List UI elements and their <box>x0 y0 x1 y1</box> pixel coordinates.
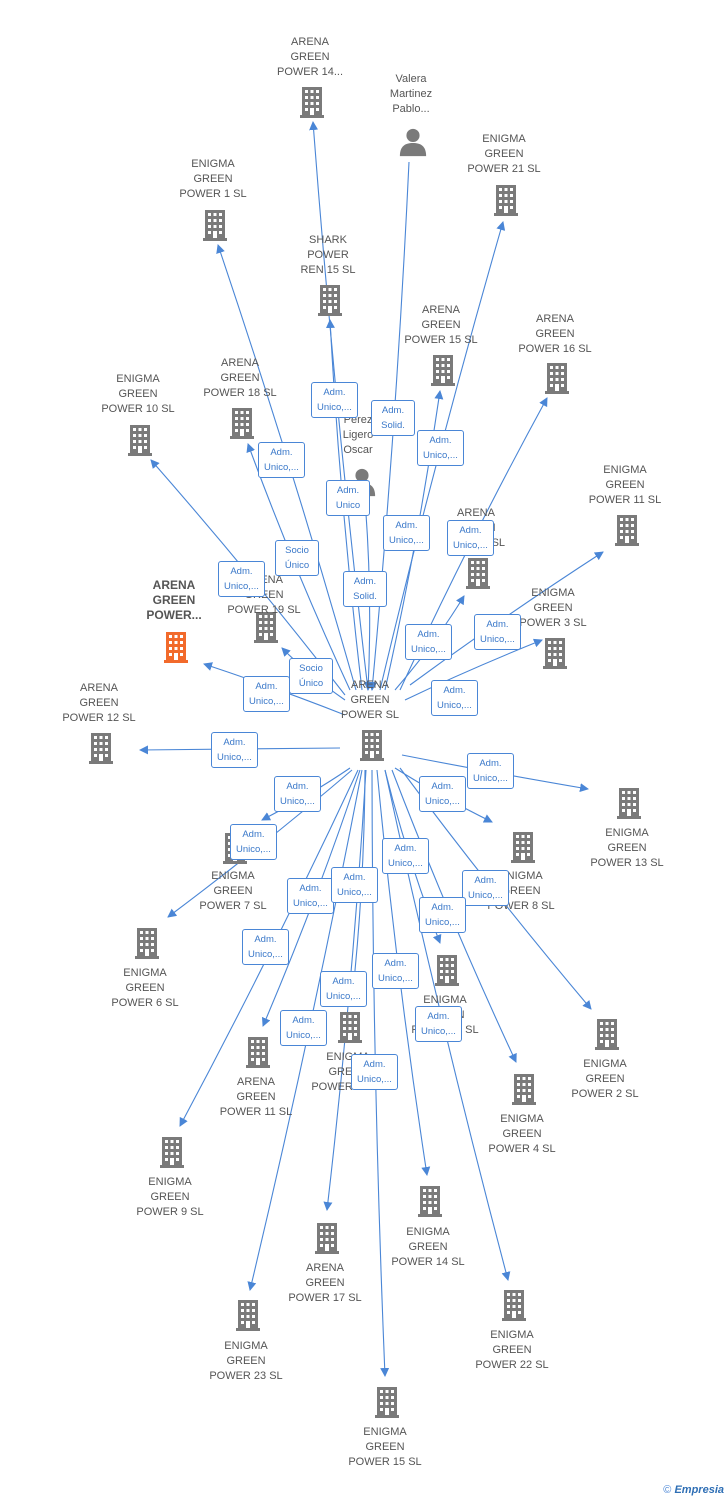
building-icon[interactable] <box>543 638 567 669</box>
building-icon[interactable] <box>431 355 455 386</box>
edge-role-label[interactable]: Adm. Solid. <box>371 400 415 436</box>
edge-role-label[interactable]: Adm. Unico,... <box>383 515 430 551</box>
building-icon[interactable] <box>512 1074 536 1105</box>
edge-role-label[interactable]: Adm. Unico,... <box>211 732 258 768</box>
edge-role-label[interactable]: Socio Único <box>275 540 319 576</box>
building-icon[interactable] <box>315 1223 339 1254</box>
edge-role-label[interactable]: Adm. Unico,... <box>243 676 290 712</box>
building-icon[interactable] <box>89 733 113 764</box>
edge-role-label[interactable]: Adm. Unico,... <box>462 870 509 906</box>
edge-role-label[interactable]: Adm. Unico,... <box>287 878 334 914</box>
building-icon[interactable] <box>128 425 152 456</box>
building-icon[interactable] <box>511 832 535 863</box>
building-icon[interactable] <box>595 1019 619 1050</box>
node-label-n8[interactable]: ENIGMA GREEN POWER 10 SL <box>101 373 175 415</box>
building-icon[interactable] <box>418 1186 442 1217</box>
edge-role-label[interactable]: Adm. Solid. <box>343 571 387 607</box>
node-label-n23[interactable]: ENIGMA GREEN POWER 2 SL <box>571 1058 639 1100</box>
edge-role-label[interactable]: Adm. Unico,... <box>311 382 358 418</box>
node-label-n20[interactable]: ENIGMA GREEN POWER 6 SL <box>111 967 179 1009</box>
edge-role-label[interactable]: Adm. Unico,... <box>419 897 466 933</box>
building-icon[interactable] <box>246 1037 270 1068</box>
building-icon[interactable] <box>135 928 159 959</box>
edge-role-label[interactable]: Adm. Unico,... <box>230 824 277 860</box>
building-icon[interactable] <box>318 285 342 316</box>
edge-role-label[interactable]: Adm. Unico,... <box>218 561 265 597</box>
edge-role-label[interactable]: Adm. Unico,... <box>467 753 514 789</box>
copyright-symbol: © <box>663 1484 672 1496</box>
building-icon[interactable] <box>494 185 518 216</box>
building-icon[interactable] <box>230 408 254 439</box>
edge-role-label[interactable]: Adm. Unico,... <box>415 1006 462 1042</box>
edge-role-label[interactable]: Adm. Unico,... <box>382 838 429 874</box>
building-icon[interactable] <box>338 1012 362 1043</box>
node-label-n4[interactable]: ENIGMA GREEN POWER 1 SL <box>179 158 247 200</box>
node-label-n9[interactable]: ARENA GREEN POWER 18 SL <box>203 357 277 399</box>
building-icon[interactable] <box>545 363 569 394</box>
edge-role-label[interactable]: Adm. Unico,... <box>372 953 419 989</box>
building-icon[interactable] <box>300 87 324 118</box>
building-icon[interactable] <box>375 1387 399 1418</box>
building-icon[interactable] <box>466 558 490 589</box>
edge-role-label[interactable]: Adm. Unico,... <box>274 776 321 812</box>
node-label-n25[interactable]: ENIGMA GREEN POWER 4 SL <box>488 1113 556 1155</box>
node-label-n11[interactable]: ENIGMA GREEN POWER 11 SL <box>588 464 662 506</box>
node-label-n2[interactable]: Valera Martinez Pablo... <box>389 73 433 115</box>
node-label-n28[interactable]: ARENA GREEN POWER 17 SL <box>288 1262 362 1304</box>
footer: © Empresia <box>663 1484 724 1496</box>
building-icon[interactable] <box>435 955 459 986</box>
node-label-n24[interactable]: ARENA GREEN POWER 11 SL <box>219 1076 293 1118</box>
node-label-n16[interactable]: ARENA GREEN POWER 12 SL <box>62 682 136 724</box>
building-icon[interactable] <box>617 788 641 819</box>
edge-role-label[interactable]: Adm. Unico,... <box>474 614 521 650</box>
node-label-n18[interactable]: ENIGMA GREEN POWER 7 SL <box>199 870 267 912</box>
building-icon[interactable] <box>160 1137 184 1168</box>
edge-role-label[interactable]: Socio Único <box>289 658 333 694</box>
person-icon[interactable] <box>399 128 427 157</box>
building-icon[interactable] <box>502 1290 526 1321</box>
edge-role-label[interactable]: Adm. Unico,... <box>258 442 305 478</box>
node-label-n3[interactable]: ENIGMA GREEN POWER 21 SL <box>467 133 541 175</box>
node-label-n17[interactable]: ENIGMA GREEN POWER 13 SL <box>590 827 664 869</box>
edge-role-label[interactable]: Adm. Unico,... <box>351 1054 398 1090</box>
node-label-n5[interactable]: SHARK POWER REN 15 SL <box>300 234 356 276</box>
node-label-n30[interactable]: ENIGMA GREEN POWER 23 SL <box>209 1340 283 1382</box>
highlighted-building-icon[interactable] <box>164 632 188 663</box>
edge-role-label[interactable]: Adm. Unico,... <box>405 624 452 660</box>
node-label-n15[interactable]: ENIGMA GREEN POWER 3 SL <box>519 587 587 629</box>
node-label-n12[interactable]: ARENA GREEN POWER... <box>146 578 202 622</box>
edge-role-label[interactable]: Adm. Unico,... <box>419 776 466 812</box>
center-building-icon[interactable] <box>360 730 384 761</box>
relation-edge <box>404 638 543 701</box>
building-icon[interactable] <box>615 515 639 546</box>
node-label-n26[interactable]: ENIGMA GREEN POWER 9 SL <box>136 1176 204 1218</box>
edge-role-label[interactable]: Adm. Unico,... <box>431 680 478 716</box>
node-label-n31[interactable]: ENIGMA GREEN POWER 15 SL <box>348 1426 422 1468</box>
building-icon[interactable] <box>203 210 227 241</box>
edge-role-label[interactable]: Adm. Unico,... <box>417 430 464 466</box>
brand-logo[interactable]: Empresia <box>674 1484 724 1496</box>
node-label-n29[interactable]: ENIGMA GREEN POWER 22 SL <box>475 1329 549 1371</box>
node-label-n6[interactable]: ARENA GREEN POWER 15 SL <box>404 304 478 346</box>
node-label-n1[interactable]: ARENA GREEN POWER 14... <box>276 36 344 78</box>
edge-role-label[interactable]: Adm. Unico,... <box>320 971 367 1007</box>
building-icon[interactable] <box>236 1300 260 1331</box>
edge-role-label[interactable]: Adm. Unico,... <box>280 1010 327 1046</box>
edge-role-label[interactable]: Adm. Unico,... <box>242 929 289 965</box>
node-label-n27[interactable]: ENIGMA GREEN POWER 14 SL <box>391 1226 465 1268</box>
edge-role-label[interactable]: Adm. Unico,... <box>331 867 378 903</box>
center-node-label[interactable]: ARENA GREEN POWER SL <box>340 679 400 721</box>
edge-role-label[interactable]: Adm. Unico <box>326 480 370 516</box>
node-label-n7[interactable]: ARENA GREEN POWER 16 SL <box>518 313 592 355</box>
edge-role-label[interactable]: Adm. Unico,... <box>447 520 494 556</box>
